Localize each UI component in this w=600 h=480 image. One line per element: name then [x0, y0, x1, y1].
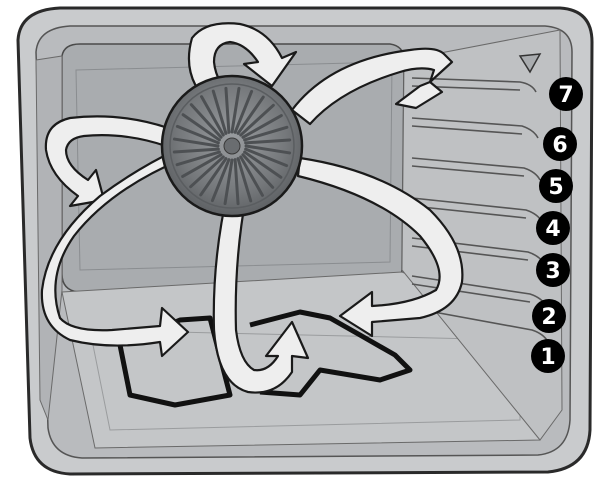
convection-fan [160, 74, 304, 218]
fan-blades [172, 86, 292, 206]
fan-blade [200, 95, 225, 137]
fan-blade [224, 86, 231, 134]
shelf-badge-label: 1 [540, 345, 555, 370]
heating-element [117, 309, 413, 408]
fan-blade [239, 155, 264, 197]
airflow-arrow-top-right [290, 47, 454, 126]
shelf-badge-2: 2 [532, 299, 566, 333]
shelf-badge-label: 2 [541, 305, 556, 330]
fan-blade [233, 158, 240, 206]
airflow-loop-left [40, 148, 190, 358]
fan-blade [189, 103, 223, 139]
floor-inset [89, 329, 521, 431]
shelf-badge-label: 3 [545, 259, 560, 284]
fan-blade [243, 150, 283, 179]
fan-blade [241, 114, 283, 139]
shelf-badge-5: 5 [539, 169, 573, 203]
fan-blade [223, 158, 234, 206]
airflow-loop-bottom [212, 188, 310, 394]
fan-blade [241, 153, 275, 189]
shelf-badge-4: 4 [536, 211, 570, 245]
fan-blade [181, 113, 221, 142]
fan-blade [181, 153, 223, 178]
shelf-badge-7: 7 [549, 77, 583, 111]
fan-blade [244, 144, 292, 155]
airflow-ribbons [40, 22, 464, 394]
airflow-loop-right [296, 156, 464, 338]
fan-blade [199, 157, 228, 197]
shelf-badge-1: 1 [531, 339, 565, 373]
fan-blade [211, 89, 228, 135]
shelf-guide-marker [518, 53, 542, 74]
fan-blade [172, 147, 220, 154]
fan-blade [172, 137, 220, 148]
shelf-badge-label: 6 [552, 133, 567, 158]
fan-blade [210, 158, 231, 203]
fan-blade [236, 157, 253, 203]
airflow-arrowhead-top-right [394, 80, 444, 110]
shelf-badge-label: 5 [548, 175, 563, 200]
fan-blade [175, 124, 220, 145]
shelf-badge-6: 6 [543, 127, 577, 161]
fan-blade [239, 103, 275, 137]
fan-blade [244, 138, 292, 145]
fan-hub [223, 137, 241, 155]
fan-blade [230, 86, 241, 134]
fan-blade [244, 147, 289, 168]
shelf-badge-label: 4 [545, 217, 560, 242]
shelf-badge-label: 7 [558, 83, 573, 108]
fan-blade [189, 155, 225, 189]
fan-blade [175, 150, 221, 167]
fan-blade [243, 125, 289, 142]
oven-right-wall [401, 29, 563, 441]
fan-blade [233, 89, 254, 134]
fan-blade [236, 95, 265, 135]
shelf-level-badges: 7 6 5 4 3 2 1 [531, 77, 583, 373]
shelf-badge-3: 3 [536, 253, 570, 287]
